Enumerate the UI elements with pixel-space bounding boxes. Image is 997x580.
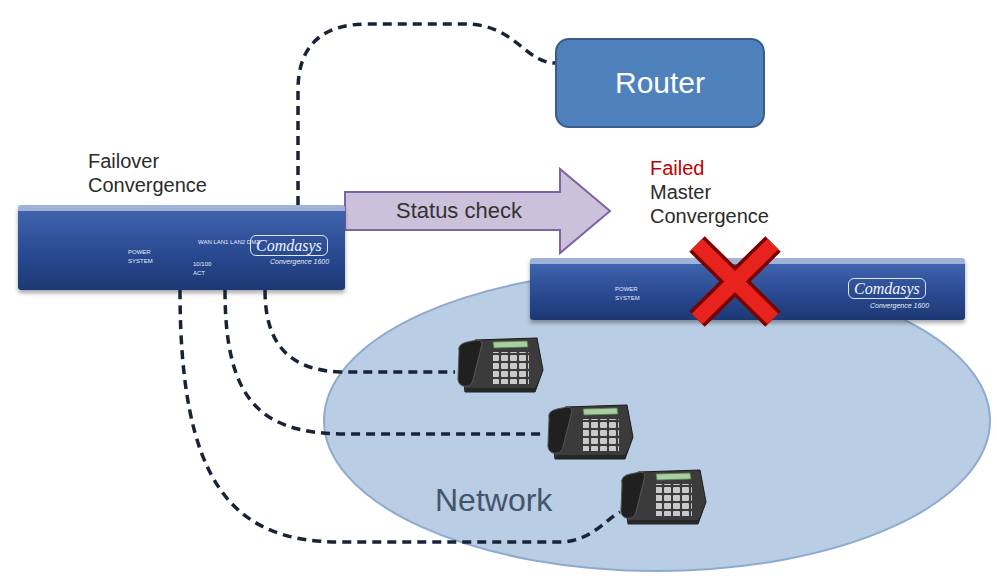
- model-name: Convergence 1600: [870, 302, 929, 310]
- router-box: Router: [555, 38, 765, 128]
- status-heading: Failed: [650, 156, 800, 180]
- network-cable: [298, 24, 555, 205]
- led-label: SYSTEM: [615, 295, 640, 302]
- master-device: FailedMaster ConvergencePOWERSYSTEMComda…: [530, 258, 965, 320]
- network-label: Network: [435, 481, 552, 519]
- device-heading: Failover Convergence: [88, 149, 238, 197]
- router-label: Router: [615, 65, 705, 101]
- status-check-arrow: [345, 169, 610, 253]
- device-heading: Master Convergence: [650, 180, 790, 228]
- brand-logo: Comdasys: [848, 278, 926, 299]
- port-label: ACT: [193, 270, 205, 277]
- model-name: Convergence 1600: [270, 258, 329, 266]
- failure-cross: [685, 234, 785, 329]
- failover-device: Failover ConvergencePOWERSYSTEMWAN LAN1 …: [18, 205, 345, 290]
- led-label: POWER: [615, 286, 638, 293]
- port-label: 10/100: [193, 261, 211, 268]
- edge-label: Status check: [396, 198, 522, 224]
- led-label: POWER: [128, 249, 151, 256]
- cross-stroke: [697, 244, 773, 319]
- led-label: SYSTEM: [128, 258, 153, 265]
- cross-shadow: [697, 244, 773, 319]
- brand-logo: Comdasys: [250, 235, 328, 256]
